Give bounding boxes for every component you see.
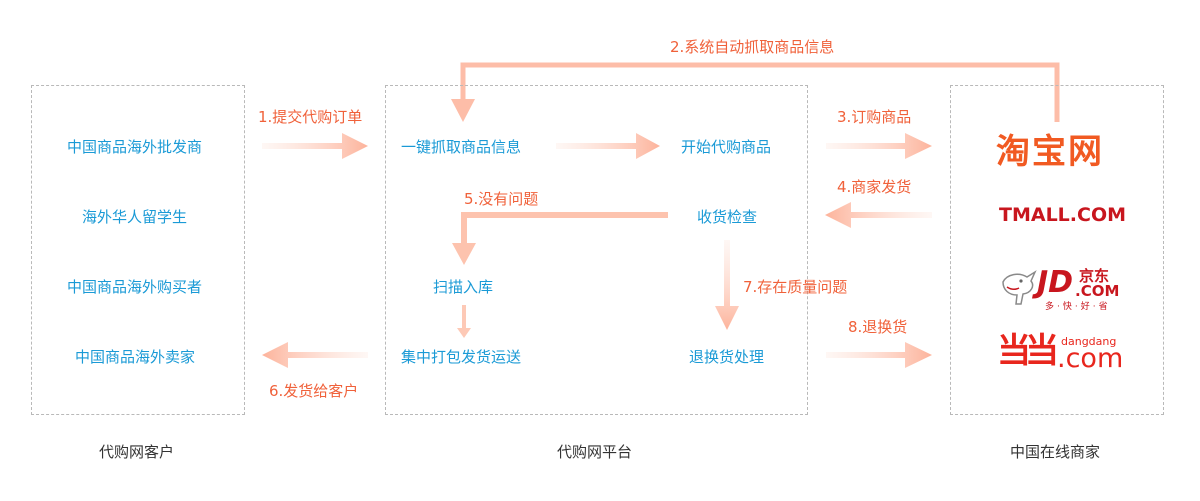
- jd-logo: JD 京东 .COM 多·快·好·省: [997, 265, 1120, 312]
- customer-overseas-buyers: 中国商品海外购买者: [67, 278, 203, 296]
- arrow-step2: [460, 62, 1060, 122]
- jd-wordmark: JD: [1037, 265, 1074, 300]
- merchants-box: [950, 85, 1164, 415]
- node-start-purchase: 开始代购商品: [681, 138, 772, 156]
- merchants-caption: 中国在线商家: [1010, 443, 1101, 461]
- step5-label: 5.没有问题: [464, 190, 539, 208]
- jd-chinese-name: 京东: [1079, 267, 1110, 285]
- customer-wholesaler: 中国商品海外批发商: [67, 138, 203, 156]
- platform-box: [385, 85, 808, 415]
- step4-label: 4.商家发货: [837, 178, 912, 196]
- arrow-scan-to-pack: [457, 305, 471, 338]
- step3-label: 3.订购商品: [837, 108, 912, 126]
- step7-label: 7.存在质量问题: [743, 278, 848, 296]
- node-scan-storage: 扫描入库: [433, 278, 494, 296]
- node-one-click-grab: 一键抓取商品信息: [401, 138, 522, 156]
- node-receive-inspect: 收货检查: [697, 208, 758, 226]
- jd-dotcom: .COM: [1075, 282, 1120, 300]
- arrow-grab-to-purchase: [556, 133, 660, 159]
- arrow-step6: [262, 342, 368, 368]
- arrow-step2-head: [451, 99, 475, 122]
- dangdang-dotcom: .com: [1057, 343, 1124, 374]
- step8-label: 8.退换货: [848, 318, 908, 336]
- node-pack-ship: 集中打包发货运送: [401, 348, 522, 366]
- dangdang-small-text: dangdang: [1061, 335, 1117, 348]
- platform-caption: 代购网平台: [557, 443, 633, 461]
- arrow-step5: [452, 212, 668, 265]
- customer-overseas-sellers: 中国商品海外卖家: [75, 348, 196, 366]
- step2-label: 2.系统自动抓取商品信息: [670, 38, 835, 56]
- step6-label: 6.发货给客户: [269, 382, 359, 400]
- jd-dog-icon: [1002, 270, 1037, 305]
- customers-box: [31, 85, 245, 415]
- arrow-step7: [715, 240, 739, 330]
- node-return-exchange: 退换货处理: [689, 348, 765, 366]
- customer-overseas-students: 海外华人留学生: [82, 208, 188, 226]
- dangdang-logo: 当当 dangdang .com: [997, 331, 1123, 375]
- tmall-logo: TMALL.COM: [999, 204, 1127, 226]
- dangdang-chinese-mark: 当当: [997, 331, 1059, 371]
- step1-label: 1.提交代购订单: [258, 108, 363, 126]
- jd-slogan: 多·快·好·省: [1045, 302, 1111, 312]
- arrow-step4: [825, 202, 932, 228]
- customers-caption: 代购网客户: [99, 443, 175, 461]
- arrow-step1: [262, 133, 368, 159]
- taobao-logo: 淘宝网: [996, 132, 1104, 172]
- arrow-step8: [826, 342, 932, 368]
- arrow-step3: [826, 133, 932, 159]
